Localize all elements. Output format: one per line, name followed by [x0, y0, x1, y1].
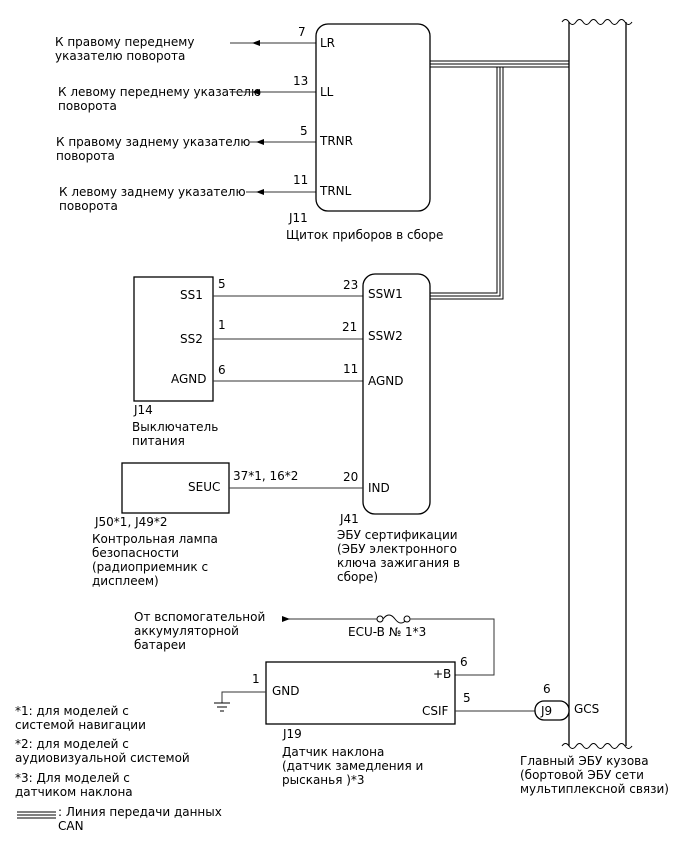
- j19-pin-b: 6: [460, 655, 468, 669]
- note-3b: датчиком наклона: [15, 785, 133, 799]
- turn-label-4a: К левому заднему указателю: [59, 185, 246, 199]
- j11-code: J11: [288, 211, 308, 225]
- j41-certification-ecu: SSW1 SSW2 AGND IND 23 21 11 20 J41 ЭБУ с…: [337, 273, 460, 584]
- j14-power-switch: SS1 SS2 AGND 5 1 6 J14 Выключатель питан…: [132, 276, 226, 448]
- can-bus-lines: [430, 60, 569, 300]
- j19-pin-gnd: 1: [252, 672, 260, 686]
- j19-signal-csif: CSIF: [422, 704, 449, 718]
- j19-name-3: рысканья )*3: [282, 773, 365, 787]
- aux-label-3: батареи: [134, 638, 186, 652]
- j11-combination-meter: LR LL TRNR TRNL J11 Щиток приборов в сбо…: [286, 23, 443, 242]
- j14-pin-ss2: 1: [218, 318, 226, 332]
- j11-signal-trnr: TRNR: [319, 134, 353, 148]
- turn-signal-outputs: К правому переднему указателю поворота 7…: [55, 25, 316, 213]
- j41-name-2: (ЭБУ электронного: [337, 542, 457, 556]
- j19-name-1: Датчик наклона: [282, 745, 384, 759]
- j41-name-3: ключа зажигания в: [337, 556, 460, 570]
- j41-signal-agnd: AGND: [368, 374, 404, 388]
- turn-label-1b: указателю поворота: [55, 49, 185, 63]
- j14-j41-wires: [213, 295, 363, 382]
- j14-pin-agnd: 6: [218, 363, 226, 377]
- main-ecu-label: Главный ЭБУ кузова (бортовой ЭБУ сети му…: [520, 754, 669, 796]
- j14-name-2: питания: [132, 434, 185, 448]
- turn-label-4b: поворота: [59, 199, 118, 213]
- lamp-code: J50*1, J49*2: [94, 515, 168, 529]
- note-1a: *1: для моделей с: [15, 704, 129, 718]
- lamp-name-1: Контрольная лампа: [92, 532, 218, 546]
- turn-label-1a: К правому переднему: [55, 35, 194, 49]
- turn-label-2a: К левому переднему указателю: [58, 85, 261, 99]
- note-3a: *3: Для моделей с: [15, 771, 130, 785]
- can-legend-a: : Линия передачи данных: [58, 805, 222, 819]
- can-legend-icon: [17, 811, 56, 819]
- security-indicator-lamp: SEUC 37*1, 16*2 J50*1, J49*2 Контрольная…: [92, 462, 363, 588]
- can-legend-b: CAN: [58, 819, 84, 833]
- fuse-label: ECU-B № 1*3: [348, 625, 426, 639]
- j14-code: J14: [133, 403, 153, 417]
- main-ecu-signal-gcs: GCS: [574, 702, 599, 716]
- j41-pin-ind: 20: [343, 470, 358, 484]
- turn-label-3b: поворота: [56, 149, 115, 163]
- j14-pin-ss1: 5: [218, 277, 226, 291]
- j11-pin-trnl: 11: [293, 173, 308, 187]
- j41-signal-ssw1: SSW1: [368, 287, 403, 301]
- j19-signal-b: +B: [433, 667, 451, 681]
- footnotes: *1: для моделей с системой навигации *2:…: [15, 704, 222, 833]
- lamp-name-2: безопасности: [92, 546, 179, 560]
- j11-signal-ll: LL: [320, 85, 334, 99]
- j9-pin: 6: [543, 682, 551, 696]
- note-2a: *2: для моделей с: [15, 737, 129, 751]
- lamp-name-3: (радиоприемник с: [92, 560, 208, 574]
- aux-label-2: аккумуляторной: [134, 624, 239, 638]
- aux-label-1: От вспомогательной: [134, 610, 265, 624]
- j11-pin-lr: 7: [298, 25, 306, 39]
- j11-pin-ll: 13: [293, 74, 308, 88]
- j11-signal-trnl: TRNL: [319, 184, 352, 198]
- lamp-name-4: дисплеем): [92, 574, 159, 588]
- j41-name-1: ЭБУ сертификации: [337, 528, 458, 542]
- j41-pin-agnd: 11: [343, 362, 358, 376]
- turn-label-3a: К правому заднему указателю: [56, 135, 250, 149]
- main-ecu-name-2: (бортовой ЭБУ сети: [520, 768, 644, 782]
- j11-signal-lr: LR: [320, 36, 335, 50]
- j41-code: J41: [339, 512, 359, 526]
- j14-signal-agnd: AGND: [171, 372, 207, 386]
- j9-code: J9: [540, 704, 552, 718]
- j14-signal-ss2: SS2: [180, 332, 203, 346]
- j19-name-2: (датчик замедления и: [282, 759, 423, 773]
- j41-signal-ssw2: SSW2: [368, 329, 403, 343]
- j19-tilt-sensor: GND +B CSIF 1 6 5 J19 Датчик наклона (да…: [214, 655, 535, 787]
- j11-pin-trnr: 5: [300, 124, 308, 138]
- fuse-icon: [382, 614, 408, 624]
- main-body-ecu: [561, 19, 633, 749]
- j14-name-1: Выключатель: [132, 420, 218, 434]
- j41-signal-ind: IND: [368, 481, 390, 495]
- lamp-signal-seuc: SEUC: [188, 480, 220, 494]
- j9-junction-connector: J9 6 GCS: [534, 682, 599, 721]
- j14-signal-ss1: SS1: [180, 288, 203, 302]
- turn-label-2b: поворота: [58, 99, 117, 113]
- j41-pin-ssw1: 23: [343, 278, 358, 292]
- aux-battery-feed: От вспомогательной аккумуляторной батаре…: [134, 610, 495, 676]
- j19-signal-gnd: GND: [272, 684, 300, 698]
- note-2b: аудиовизуальной системой: [15, 751, 190, 765]
- j41-pin-ssw2: 21: [342, 320, 357, 334]
- ground-icon: [214, 702, 230, 712]
- main-ecu-name-1: Главный ЭБУ кузова: [520, 754, 649, 768]
- lamp-pin: 37*1, 16*2: [233, 469, 298, 483]
- j11-name: Щиток приборов в сборе: [286, 228, 443, 242]
- j41-name-4: сборе): [337, 570, 378, 584]
- j19-pin-csif: 5: [463, 691, 471, 705]
- j19-code: J19: [282, 727, 302, 741]
- note-1b: системой навигации: [15, 718, 146, 732]
- main-ecu-name-3: мультиплексной связи): [520, 782, 669, 796]
